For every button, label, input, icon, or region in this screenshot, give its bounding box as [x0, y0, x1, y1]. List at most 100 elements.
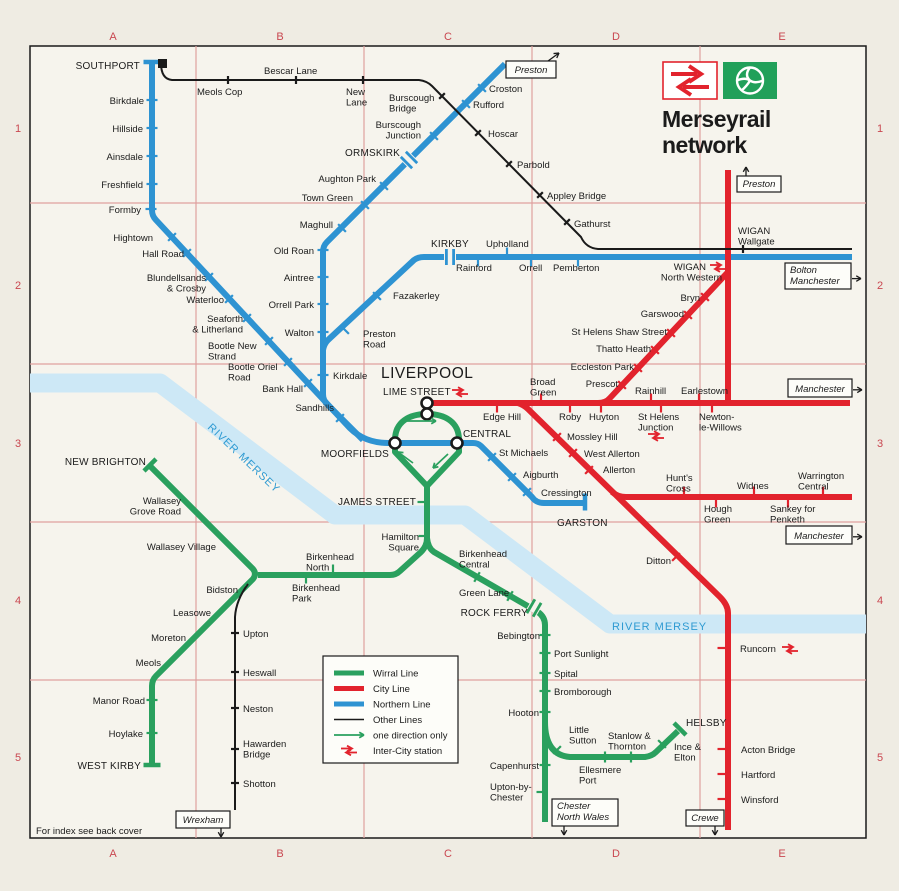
station-label: Widnes [737, 481, 769, 492]
terminus-bar [672, 721, 688, 737]
river-mersey-label-2: RIVER MERSEY [612, 621, 707, 633]
station-label: St Helens Shaw Street [571, 327, 667, 338]
station-label: Road [228, 373, 251, 384]
station-label: ROCK FERRY [461, 608, 529, 619]
direction-arrows [397, 417, 449, 469]
destination-box-frame [505, 60, 557, 79]
station-label: Bryn [680, 293, 700, 304]
grid-col-label: D [612, 31, 620, 43]
station-label: Waterloo [186, 295, 224, 306]
station-tick [461, 99, 471, 109]
destination-boxes: PrestonPrestonBoltonManchesterManchester… [175, 52, 863, 838]
station-label: St Michaels [499, 448, 548, 459]
station-label: Strand [208, 352, 236, 363]
station-label: Elton [674, 753, 696, 764]
station-label: Lane [346, 98, 367, 109]
station-label: Huyton [589, 412, 619, 423]
grid-row-label: 3 [15, 438, 21, 450]
station-label: Moreton [151, 633, 186, 644]
station-label: Hamilton [382, 532, 420, 543]
station-ticks [145, 76, 825, 801]
station-tick [183, 498, 193, 508]
grid-col-label: E [778, 848, 785, 860]
station-label: New [346, 87, 365, 98]
grid-col-label: B [276, 848, 283, 860]
legend-label: Wirral Line [373, 669, 418, 680]
grid-col-label: A [109, 31, 117, 43]
station-tick [438, 92, 446, 100]
station-tick [657, 739, 667, 749]
grid-col-label: E [778, 31, 785, 43]
legend-item: one direction only [334, 731, 448, 742]
station-label: Hoscar [488, 129, 518, 140]
station-label: Newton- [699, 412, 734, 423]
station-label: GARSTON [557, 518, 608, 529]
station-label: Park [292, 594, 312, 605]
legend-direction-arrow [334, 731, 365, 739]
footer-note: For index see back cover [36, 826, 142, 837]
station-label: Birkenhead [459, 549, 507, 560]
destination-box-frame [785, 525, 853, 545]
station-label: North Western [661, 273, 722, 284]
station-label: Roby [559, 412, 581, 423]
rail-line-city [430, 170, 852, 830]
box-arrow-icon [217, 828, 225, 838]
station-label: Junction [638, 423, 673, 434]
rail-path-wirral [542, 721, 681, 760]
destination-box-label: Manchester [795, 384, 845, 395]
station-label: MOORFIELDS [321, 449, 389, 460]
legend-label: City Line [373, 684, 410, 695]
station-tick [700, 292, 710, 302]
station-label: Runcorn [740, 644, 776, 655]
station-label: Upholland [486, 239, 529, 250]
destination-box-label: Bolton [790, 265, 817, 276]
grid-col-label: D [612, 848, 620, 860]
station-label: Aigburth [523, 470, 558, 481]
box-arrow-icon [711, 826, 719, 836]
station-label: Central [798, 482, 829, 493]
station-label: Green Lane [459, 588, 509, 599]
legend-item: Northern Line [334, 700, 431, 711]
station-label: Bromborough [554, 687, 612, 698]
station-label: Sandhills [295, 403, 334, 414]
station-label: Seaforth [207, 314, 243, 325]
station-label: Leasowe [173, 608, 211, 619]
legend-intercity-icon [341, 744, 357, 757]
terminus-bar [142, 457, 158, 473]
station-tick [633, 363, 643, 373]
rail-path-northern [149, 62, 584, 506]
station-label: Spital [554, 669, 578, 680]
station-label: Hightown [113, 233, 153, 244]
station-label: Wallgate [738, 237, 775, 248]
intercity-icon [648, 430, 664, 442]
station-tick [487, 452, 497, 462]
station-tick [671, 552, 681, 562]
station-label: Hillside [112, 124, 143, 135]
box-arrow-icon [547, 52, 560, 62]
intercity-symbols [452, 261, 798, 655]
rail-path-wirral [147, 463, 258, 764]
station-label: Upton-by- [490, 782, 532, 793]
destination-box: Preston [505, 52, 560, 79]
station-tick [506, 590, 514, 602]
station-label: Bebington [497, 631, 540, 642]
station-label: Ditton [646, 556, 671, 567]
station-label: Acton Bridge [741, 745, 795, 756]
grid-col-label: A [109, 848, 117, 860]
swirl-icon [735, 66, 765, 95]
station-tick [264, 336, 274, 346]
rail-path-city [597, 269, 731, 406]
intercity-icon [710, 261, 726, 273]
loop-station-circle [450, 436, 464, 450]
station-label: Cressington [541, 488, 592, 499]
grid-row-label: 1 [877, 123, 883, 135]
river-mersey [30, 373, 866, 634]
destination-box-label: Chester [557, 801, 591, 812]
station-label: Winsford [741, 795, 778, 806]
station-label: Earlestown [681, 386, 728, 397]
station-label: Thornton [608, 742, 646, 753]
station-tick [224, 294, 234, 304]
destination-box: Manchester [785, 525, 863, 545]
station-tick [650, 345, 660, 355]
grid-col-label: C [444, 31, 452, 43]
